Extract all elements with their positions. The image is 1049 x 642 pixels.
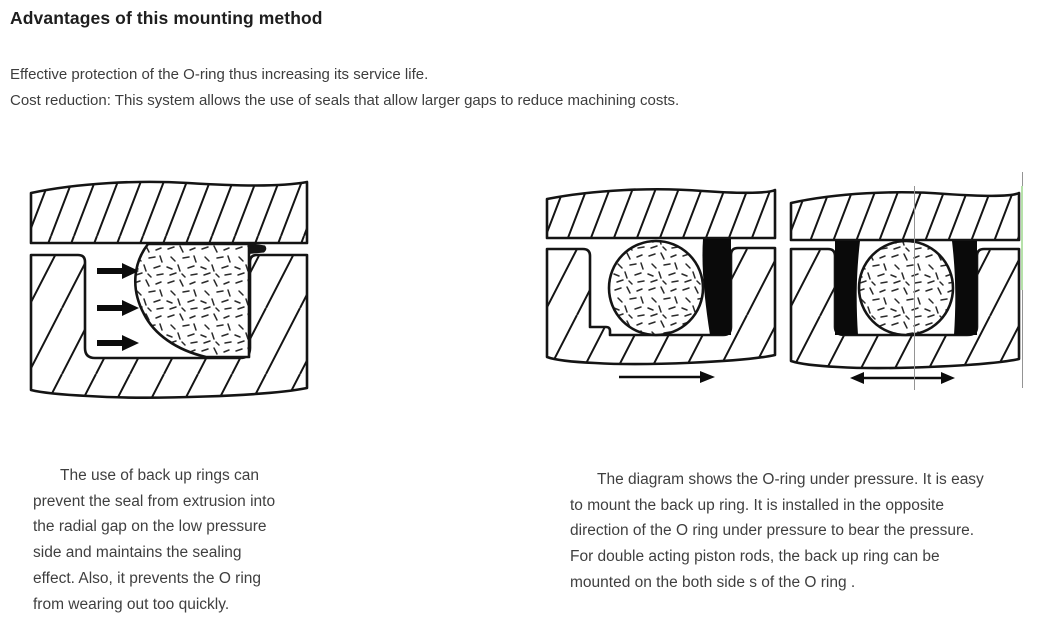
vertical-guide-line <box>914 186 915 390</box>
upper-housing-block <box>545 187 777 240</box>
left-figure-caption: The use of back up rings can prevent the… <box>33 463 343 617</box>
double-motion-arrow <box>850 372 955 384</box>
single-backup-ring-diagram <box>545 187 777 383</box>
lower-gland-block <box>29 253 309 399</box>
right-figure-caption: The diagram shows the O-ring under press… <box>570 467 1040 596</box>
o-ring-seal <box>857 239 955 337</box>
motion-arrow <box>619 371 715 383</box>
caption-line: The diagram shows the O-ring under press… <box>597 471 984 488</box>
caption-line: effect. Also, it prevents the O ring <box>33 569 262 587</box>
caption-line: the radial gap on the low pressure <box>33 518 267 536</box>
backup-ring-left <box>835 241 860 335</box>
pressure-arrows <box>97 263 139 351</box>
upper-housing-block <box>789 190 1021 242</box>
caption-line: side and maintains the sealing <box>33 544 242 562</box>
seal-extrusion-diagram <box>29 180 309 399</box>
upper-housing-block <box>29 180 309 245</box>
page-title: Advantages of this mounting method <box>10 8 323 28</box>
intro-line-2: Cost reduction: This system allows the u… <box>10 92 680 109</box>
caption-line: mounted on the both side s of the O ring… <box>570 573 856 591</box>
green-cursor-line <box>1021 186 1023 290</box>
o-ring-seal <box>133 242 251 359</box>
caption-line: For double acting piston rods, the back … <box>570 548 940 566</box>
caption-line: to mount the back up ring. It is install… <box>570 496 944 514</box>
caption-line: direction of the O ring under pressure t… <box>570 522 975 540</box>
double-backup-ring-diagram <box>789 190 1021 384</box>
backup-ring <box>702 239 731 335</box>
caption-line: from wearing out too quickly. <box>33 595 230 613</box>
extrusion-nub <box>249 243 267 254</box>
backup-ring-right <box>952 241 977 335</box>
intro-text: Effective protection of the O-ring thus … <box>10 62 679 114</box>
caption-line: The use of back up rings can <box>60 467 260 484</box>
caption-line: prevent the seal from extrusion into <box>33 492 276 510</box>
intro-line-1: Effective protection of the O-ring thus … <box>10 66 429 83</box>
o-ring-seal <box>607 239 705 337</box>
